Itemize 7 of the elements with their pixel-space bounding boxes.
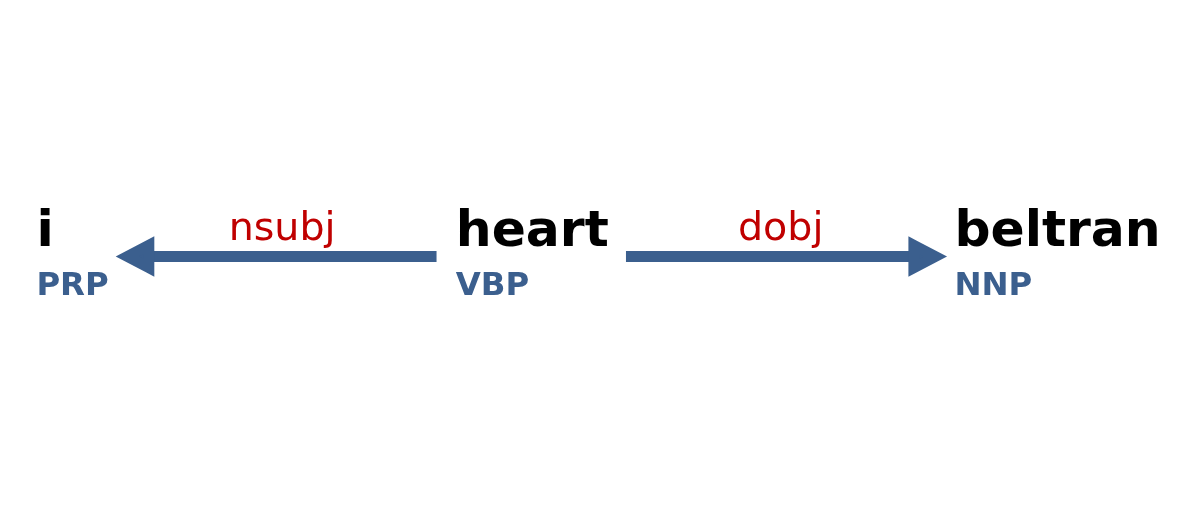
edge-label: nsubj: [228, 202, 336, 249]
node-text: beltran NNP: [954, 198, 1161, 303]
arrow: [115, 235, 437, 277]
node-text: i PRP: [36, 198, 109, 303]
node-text: heart VBP: [455, 198, 609, 303]
edge-label: dobj: [737, 202, 824, 249]
arrow: [625, 235, 948, 277]
